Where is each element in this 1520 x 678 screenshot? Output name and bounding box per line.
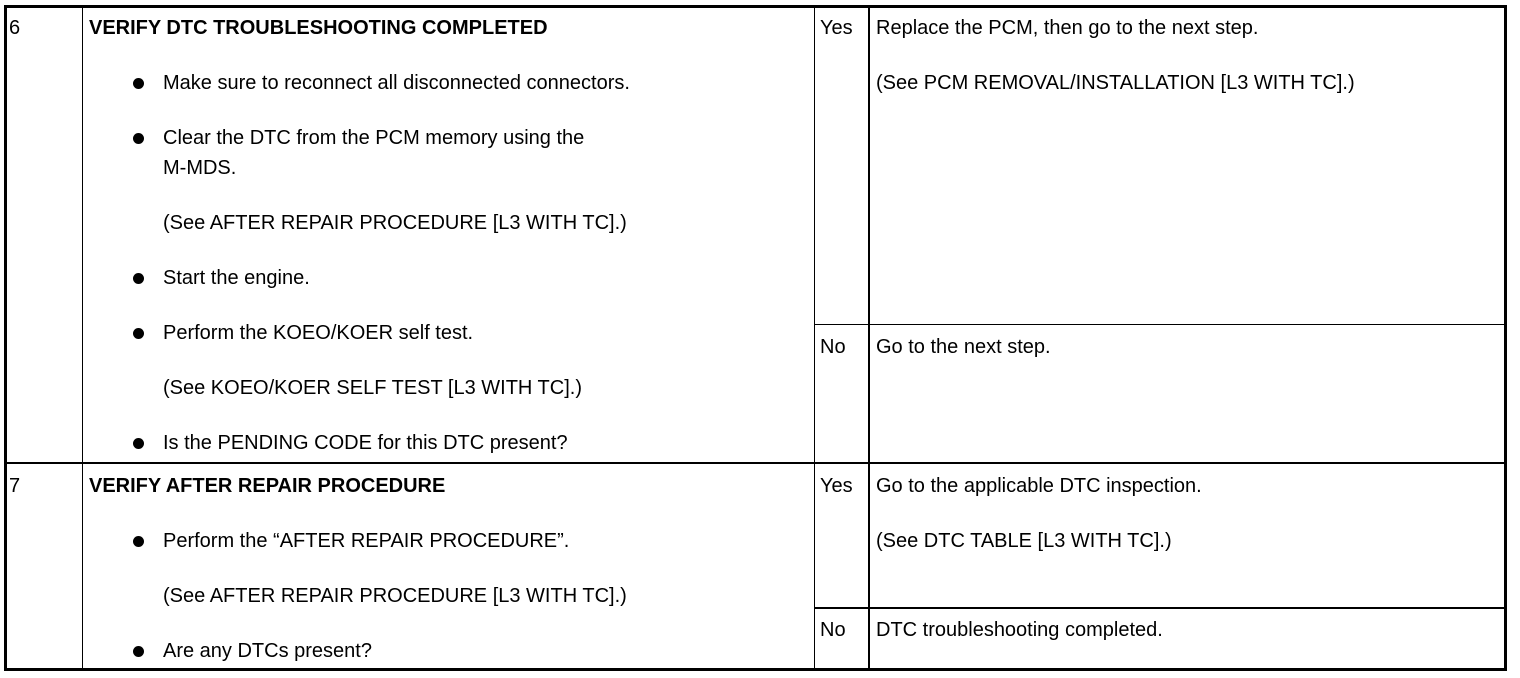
action-text: Are any DTCs present? (163, 640, 372, 662)
yes-label: Yes (820, 475, 853, 497)
yes-result-text: Go to the applicable DTC inspection. (876, 475, 1202, 497)
step-title: VERIFY DTC TROUBLESHOOTING COMPLETED (89, 17, 548, 39)
action-text: Perform the “AFTER REPAIR PROCEDURE”. (163, 530, 570, 552)
action-text: Is the PENDING CODE for this DTC present… (163, 432, 568, 454)
action-text: Clear the DTC from the PCM memory using … (163, 127, 585, 149)
row-divider (4, 462, 1507, 464)
action-text: Make sure to reconnect all disconnected … (163, 72, 630, 94)
no-label: No (820, 619, 846, 641)
yes-result-text: (See PCM REMOVAL/INSTALLATION [L3 WITH T… (876, 72, 1355, 94)
bullet-icon (133, 78, 144, 89)
yes-no-divider-7 (814, 607, 1507, 609)
step-title: VERIFY AFTER REPAIR PROCEDURE (89, 475, 446, 497)
border-bottom (4, 668, 1507, 671)
col-divider-action (814, 5, 815, 671)
no-result-text: Go to the next step. (876, 336, 1051, 358)
yes-result-text: (See DTC TABLE [L3 WITH TC].) (876, 530, 1172, 552)
step-number: 6 (9, 17, 21, 39)
yes-result-text: Replace the PCM, then go to the next ste… (876, 17, 1259, 39)
action-text: M-MDS. (163, 157, 237, 179)
no-result-text: DTC troubleshooting completed. (876, 619, 1163, 641)
action-text: Start the engine. (163, 267, 310, 289)
bullet-icon (133, 273, 144, 284)
action-text: (See KOEO/KOER SELF TEST [L3 WITH TC].) (163, 377, 582, 399)
border-left (4, 5, 7, 671)
bullet-icon (133, 133, 144, 144)
action-text: (See AFTER REPAIR PROCEDURE [L3 WITH TC]… (163, 585, 627, 607)
bullet-icon (133, 438, 144, 449)
col-divider-answer (868, 5, 870, 671)
step-number: 7 (9, 475, 21, 497)
border-top (4, 5, 1507, 8)
bullet-icon (133, 328, 144, 339)
col-divider-step (82, 5, 83, 671)
bullet-icon (133, 646, 144, 657)
yes-no-divider-6 (814, 324, 1507, 325)
action-text: Perform the KOEO/KOER self test. (163, 322, 474, 344)
yes-label: Yes (820, 17, 853, 39)
border-right (1504, 5, 1507, 671)
no-label: No (820, 336, 846, 358)
action-text: (See AFTER REPAIR PROCEDURE [L3 WITH TC]… (163, 212, 627, 234)
bullet-icon (133, 536, 144, 547)
